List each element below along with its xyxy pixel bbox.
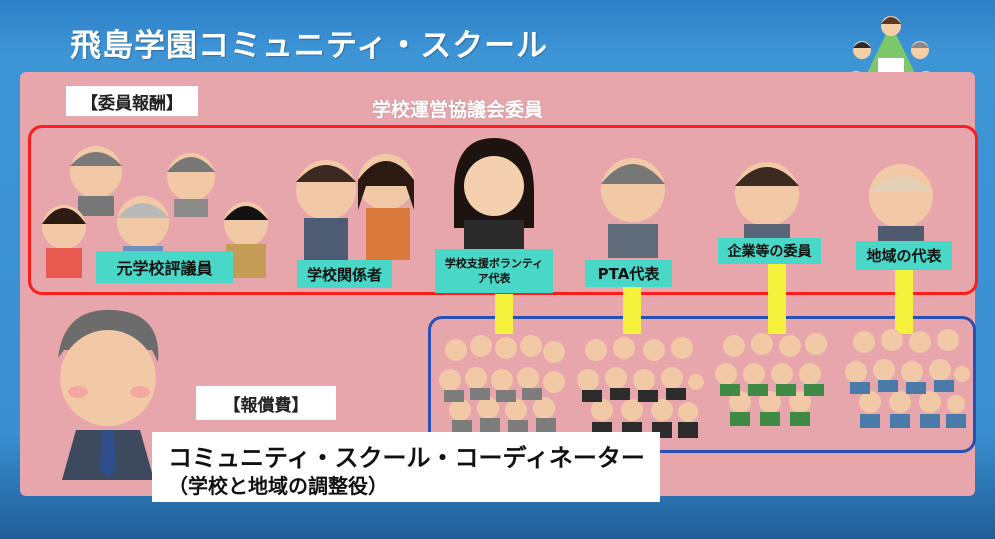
connector-company — [768, 262, 786, 334]
member-label-pta: PTA代表 — [585, 260, 672, 287]
coordinator-box: コミュニティ・スクール・コーディネーター （学校と地域の調整役） — [152, 432, 660, 502]
committee-frame — [28, 125, 978, 295]
reward-label: 【報償費】 — [196, 386, 336, 420]
member-label-school: 学校関係者 — [297, 260, 392, 288]
company-rep-illustration — [735, 162, 799, 242]
coordinator-title: コミュニティ・スクール・コーディネーター — [168, 444, 645, 472]
connector-pta — [623, 284, 641, 334]
school-staff-illustration — [296, 154, 414, 260]
crowd-company — [715, 333, 827, 426]
slide-title: 飛島学園コミュニティ・スクール — [70, 28, 549, 64]
committee-compensation-label: 【委員報酬】 — [66, 86, 198, 116]
coordinator-illustration — [58, 309, 159, 480]
crowd-volunteer — [439, 335, 565, 436]
pta-rep-illustration — [601, 158, 665, 258]
crowd-pta — [577, 337, 704, 438]
member-label-former: 元学校評議員 — [96, 251, 233, 283]
connector-region — [895, 270, 913, 334]
community-frame — [428, 316, 976, 453]
former-councilors-illustration — [42, 146, 268, 278]
member-label-company: 企業等の委員 — [718, 238, 821, 264]
member-label-volunteer: 学校支援ボランティア代表 — [435, 249, 553, 293]
committee-heading: 学校運営協議会委員 — [372, 99, 544, 121]
crowd-region — [845, 329, 970, 428]
region-rep-illustration — [869, 164, 933, 246]
connector-volunteer — [495, 294, 513, 334]
coordinator-subtitle: （学校と地域の調整役） — [168, 474, 388, 498]
member-label-region: 地域の代表 — [856, 241, 952, 270]
volunteer-rep-illustration — [454, 138, 534, 252]
